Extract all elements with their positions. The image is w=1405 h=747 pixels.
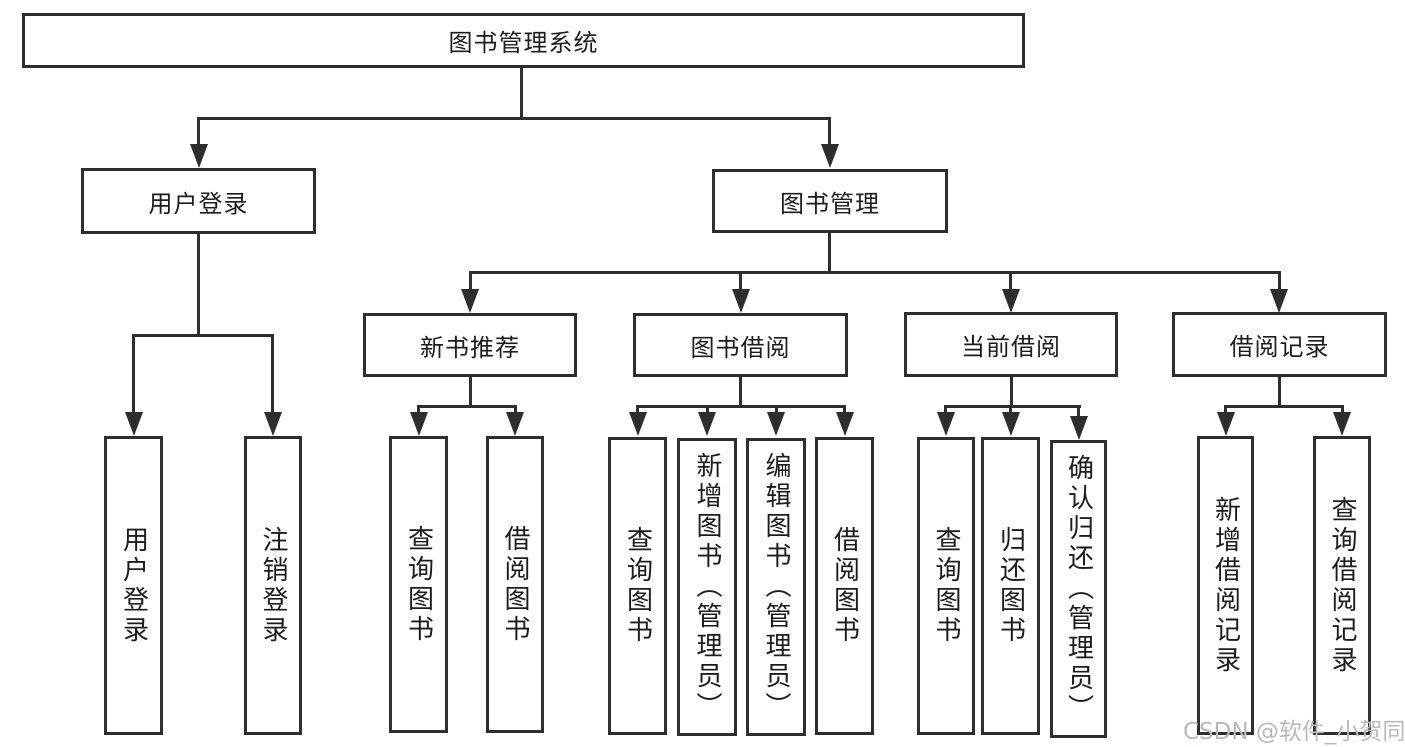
connector-leaf-stub xyxy=(469,271,472,293)
leaf-return-books-label: 归还图书 xyxy=(995,526,1026,646)
node-borrow-records: 借阅记录 xyxy=(1172,312,1387,377)
leaf-return-books: 归还图书 xyxy=(981,437,1040,735)
connector-leaf-stub xyxy=(1009,405,1012,417)
leaf-borrow-books-label: 借阅图书 xyxy=(829,526,860,646)
arrow-down-icon xyxy=(506,412,524,436)
arrow-down-icon xyxy=(836,412,854,436)
connector-leaf-stub xyxy=(944,405,947,417)
arrow-down-icon xyxy=(1002,412,1020,436)
leaf-edit-books-admin-label: 编辑图书（管理员） xyxy=(761,452,791,722)
arrow-down-icon xyxy=(698,412,716,436)
leaf-add-books-admin-label: 新增图书（管理员） xyxy=(692,452,722,722)
arrow-down-icon xyxy=(1270,289,1288,313)
connector-leaf-stub xyxy=(417,405,420,417)
arrow-down-icon xyxy=(732,289,750,313)
connector-root-vertical xyxy=(520,67,523,119)
node-library-system: 图书管理系统 xyxy=(22,13,1025,68)
arrow-down-icon xyxy=(1217,412,1235,436)
leaf-add-books-admin: 新增图书（管理员） xyxy=(677,438,737,736)
arrow-down-icon xyxy=(264,412,282,436)
node-library-system-label: 图书管理系统 xyxy=(448,29,599,57)
leaf-query-books-current-label: 查询图书 xyxy=(931,526,961,646)
leaf-logout: 注销登录 xyxy=(244,436,302,735)
connector-current-borrow-vertical xyxy=(1010,376,1013,407)
arrow-down-icon xyxy=(1002,289,1020,313)
leaf-query-books-borrow-label: 查询图书 xyxy=(622,526,653,646)
leaf-query-borrow-record: 查询借阅记录 xyxy=(1313,436,1371,735)
connector-level3-horizontal xyxy=(469,271,1281,274)
leaf-user-login: 用户登录 xyxy=(104,436,163,735)
node-book-management-label: 图书管理 xyxy=(780,189,880,218)
arrow-down-icon xyxy=(937,412,955,436)
node-current-borrow: 当前借阅 xyxy=(904,312,1118,377)
leaf-query-books-recommend-label: 查询图书 xyxy=(403,524,434,645)
node-borrow-records-label: 借阅记录 xyxy=(1229,333,1330,361)
connector-book-mgmt-vertical xyxy=(828,232,831,273)
leaf-borrow-books-recommend-label: 借阅图书 xyxy=(500,524,530,645)
csdn-watermark: CSDN @软件_小贺同学 xyxy=(1183,719,1405,745)
arrow-down-icon xyxy=(461,289,479,313)
leaf-confirm-return-admin: 确认归还（管理员） xyxy=(1050,440,1107,738)
connector-leaf-stub xyxy=(636,405,639,417)
arrow-down-icon xyxy=(1333,412,1351,436)
node-new-book-recommend: 新书推荐 xyxy=(363,313,577,377)
leaf-add-borrow-record: 新增借阅记录 xyxy=(1197,436,1254,735)
connector-leaf-stub xyxy=(132,334,135,416)
leaf-query-books-recommend: 查询图书 xyxy=(389,436,448,733)
connector-user-login-vertical xyxy=(197,233,200,336)
node-user-login: 用户登录 xyxy=(81,168,316,234)
leaf-query-books-borrow: 查询图书 xyxy=(608,437,667,735)
connector-leaf-stub xyxy=(514,405,517,417)
connector-leaf-stub xyxy=(739,271,742,293)
connector-new-book-horizontal xyxy=(417,405,517,408)
arrow-down-icon xyxy=(190,144,208,168)
node-user-login-label: 用户登录 xyxy=(148,189,249,218)
connector-borrow-records-vertical xyxy=(1278,376,1281,407)
leaf-add-borrow-record-label: 新增借阅记录 xyxy=(1210,495,1241,676)
connector-book-borrow-vertical xyxy=(739,376,742,407)
node-book-management: 图书管理 xyxy=(712,169,948,233)
connector-leaf-stub xyxy=(1009,271,1012,293)
connector-user-login-horizontal xyxy=(132,334,274,337)
connector-leaf-stub xyxy=(1077,405,1080,419)
node-new-book-recommend-label: 新书推荐 xyxy=(420,333,520,362)
connector-leaf-stub xyxy=(1341,405,1344,417)
node-book-borrow: 图书借阅 xyxy=(633,313,848,377)
leaf-confirm-return-admin-label: 确认归还（管理员） xyxy=(1063,454,1094,724)
node-current-borrow-label: 当前借阅 xyxy=(961,333,1061,361)
connector-leaf-stub xyxy=(843,405,846,417)
node-book-borrow-label: 图书借阅 xyxy=(690,333,791,362)
connector-leaf-stub xyxy=(706,405,709,417)
leaf-query-books-current: 查询图书 xyxy=(917,437,975,735)
arrow-down-icon xyxy=(629,412,647,436)
connector-leaf-stub xyxy=(1278,271,1281,293)
leaf-user-login-label: 用户登录 xyxy=(118,525,149,646)
connector-level2-horizontal xyxy=(197,117,831,120)
connector-new-book-vertical xyxy=(469,376,472,407)
connector-leaf-stub xyxy=(1224,405,1227,417)
leaf-query-borrow-record-label: 查询借阅记录 xyxy=(1327,495,1357,676)
connector-borrow-records-horizontal xyxy=(1224,405,1344,408)
connector-book-mgmt-stub xyxy=(828,117,831,147)
arrow-down-icon xyxy=(821,144,839,168)
arrow-down-icon xyxy=(767,412,785,436)
leaf-logout-label: 注销登录 xyxy=(258,525,288,646)
leaf-borrow-books: 借阅图书 xyxy=(815,437,874,735)
arrow-down-icon xyxy=(1070,416,1088,440)
connector-current-borrow-horizontal xyxy=(944,405,1081,408)
arrow-down-icon xyxy=(125,412,143,436)
connector-leaf-stub xyxy=(271,334,274,416)
connector-leaf-stub xyxy=(775,405,778,417)
arrow-down-icon xyxy=(410,412,428,436)
leaf-edit-books-admin: 编辑图书（管理员） xyxy=(746,438,806,736)
connector-book-borrow-horizontal xyxy=(636,405,846,408)
connector-user-login-stub xyxy=(197,117,200,147)
leaf-borrow-books-recommend: 借阅图书 xyxy=(486,436,544,733)
